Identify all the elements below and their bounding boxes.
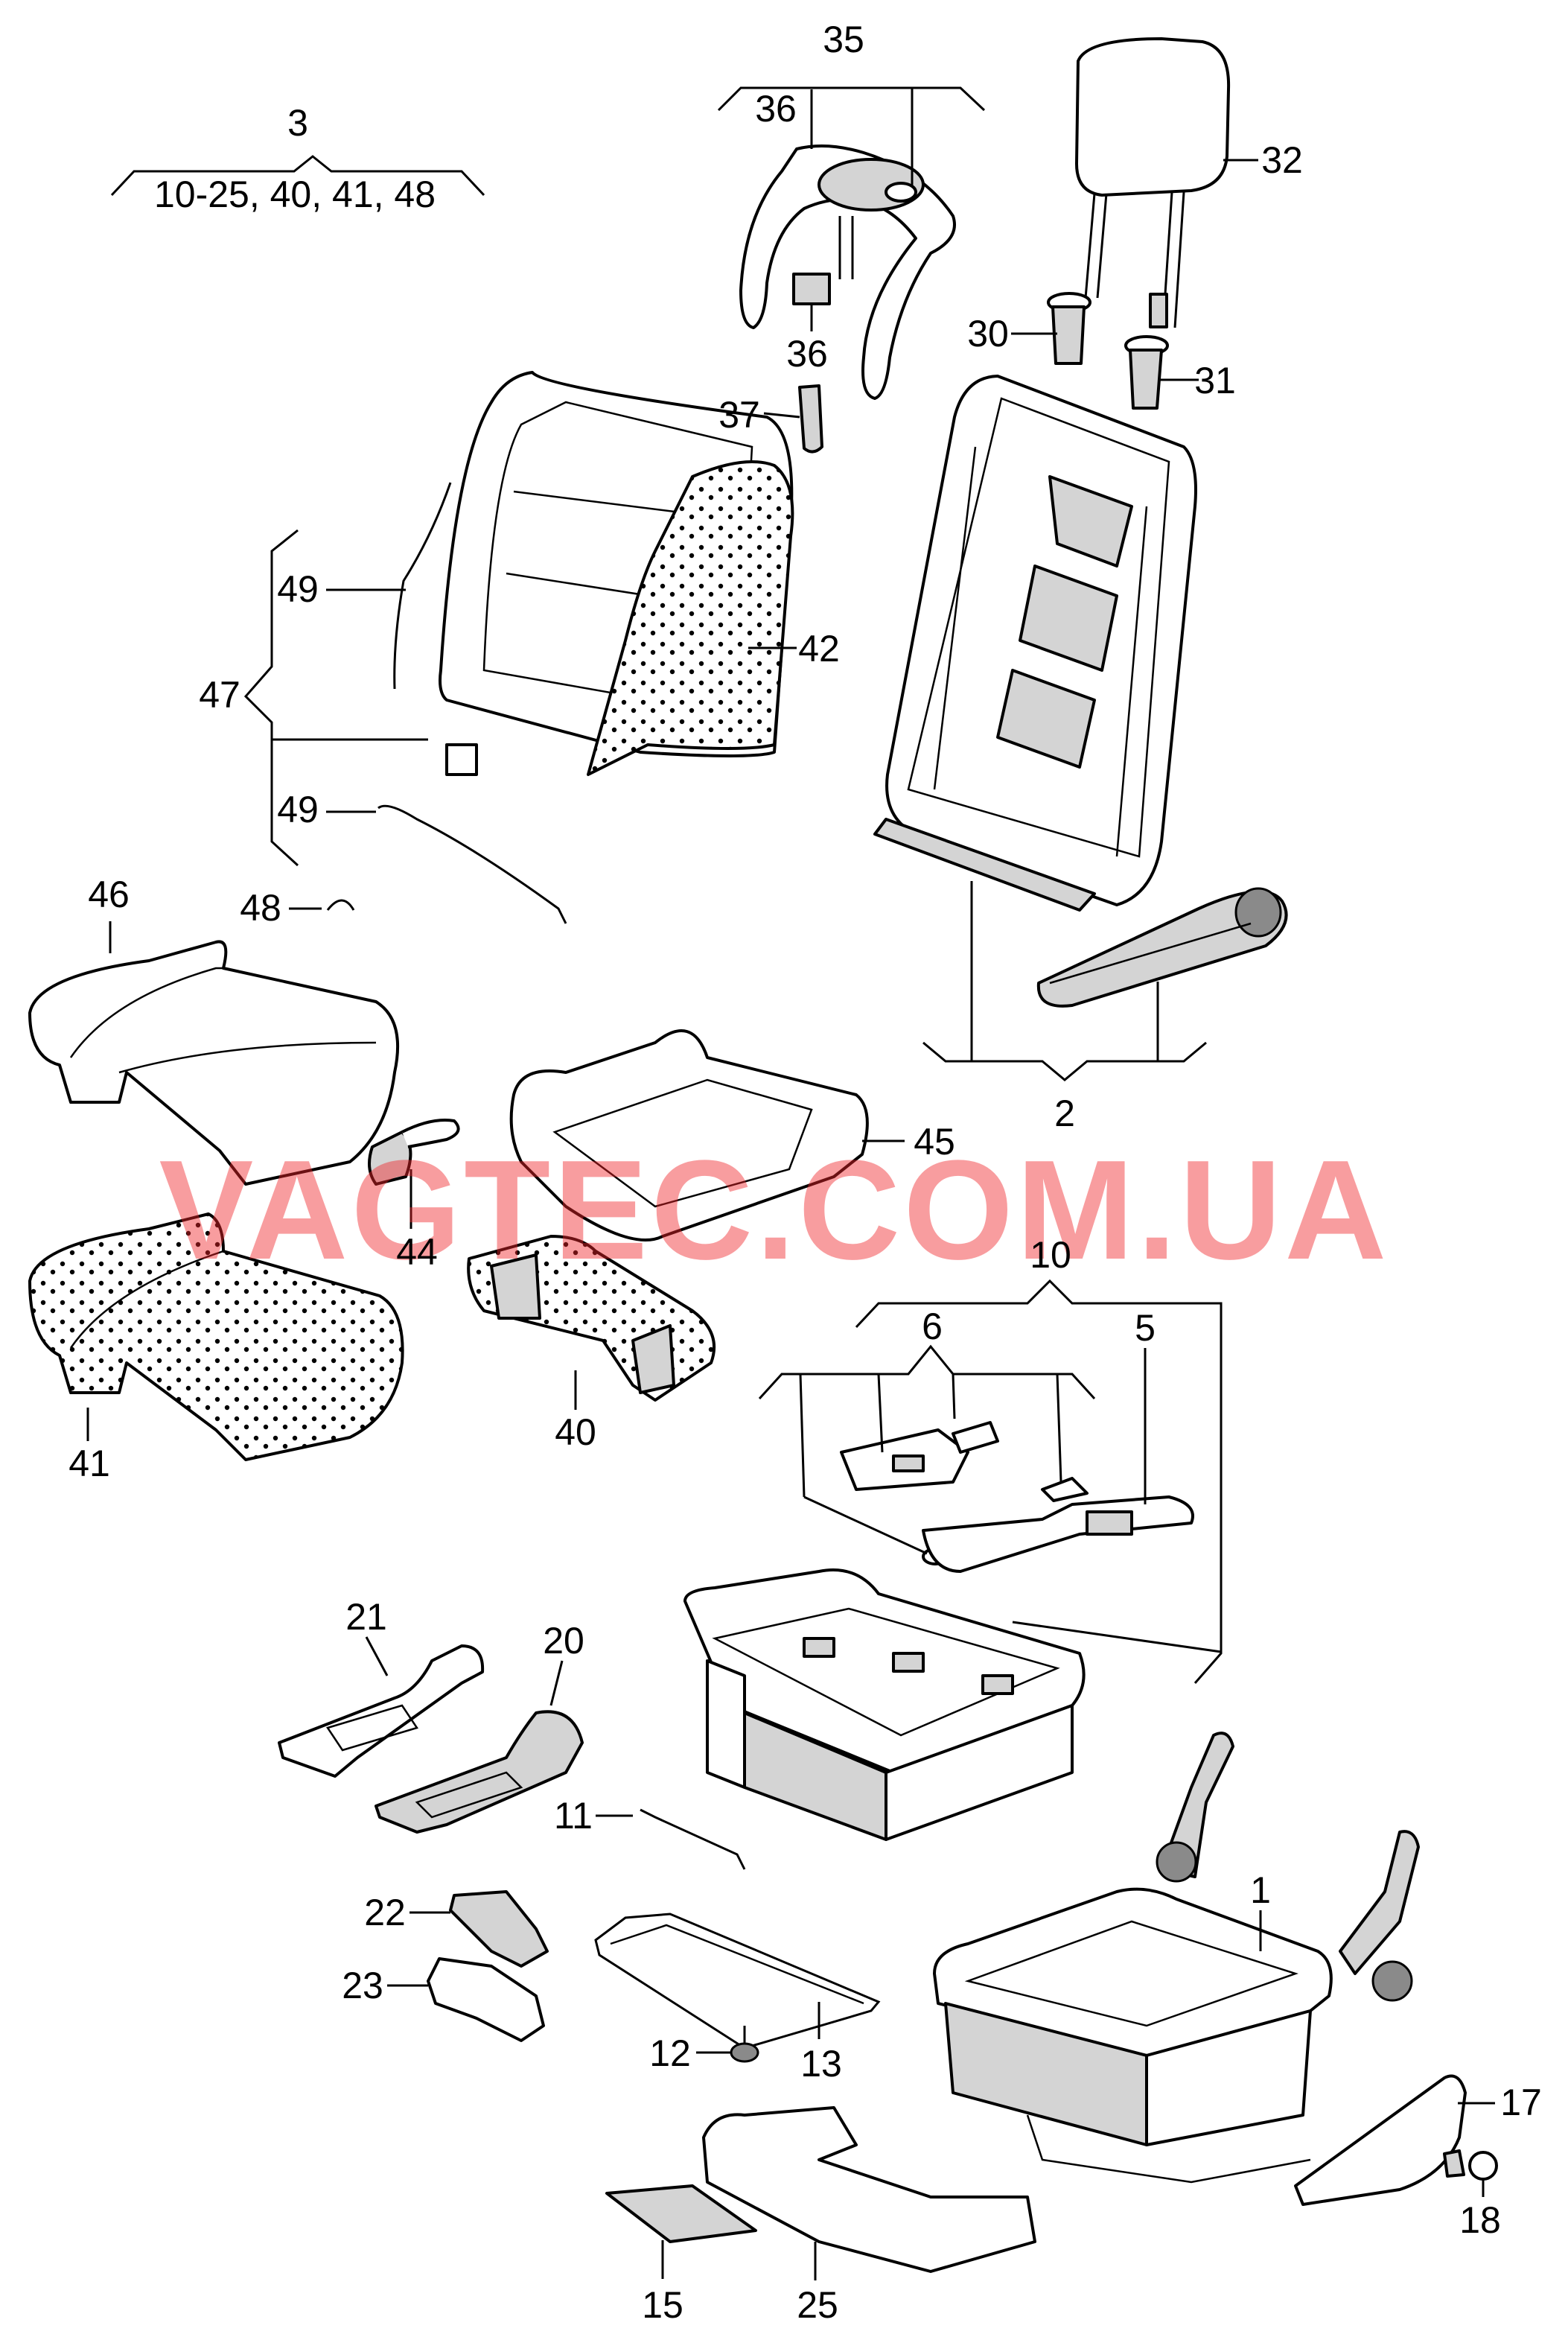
callout-47: 47 [199,674,240,716]
clip-part-48 [326,899,355,911]
seat-foam-part-41 [28,1212,404,1461]
callout-25: 25 [797,2284,838,2326]
callout-12: 12 [649,2032,691,2074]
callout-20: 20 [543,1620,584,1662]
callout-22: 22 [364,1892,406,1933]
seat-base-part-1 [933,1732,1420,2184]
callout-2: 2 [1054,1093,1075,1134]
callout-40: 40 [555,1411,596,1453]
callout-6: 6 [922,1306,943,1347]
label-part-36 [792,273,831,305]
callout-11: 11 [554,1795,593,1837]
callout-48: 48 [240,887,281,929]
headrest-guide-part-30 [1047,292,1091,365]
callout-labels: 3 10-25, 40, 41, 48 35 36 36 32 30 31 37… [68,19,1542,2326]
callout-35: 35 [823,19,864,60]
seat-frame-part-10 [683,1568,1086,1841]
callout-3: 3 [287,102,308,144]
headrest-part-32 [1075,37,1231,328]
callout-44: 44 [396,1231,438,1273]
bracket-part-23 [427,1957,545,2042]
callout-36-lower: 36 [786,333,828,375]
callout-36-upper: 36 [755,88,797,130]
headrest-guide-part-31 [1124,335,1169,410]
cover-part-20 [375,1710,584,1834]
callout-3-sub: 10-25, 40, 41, 48 [154,174,436,215]
rod-part-11 [640,1808,746,1870]
callout-5: 5 [1135,1307,1156,1349]
callout-45: 45 [914,1121,955,1163]
callout-23: 23 [342,1965,383,2006]
bracket-part-22 [449,1890,549,1968]
nut-part-12 [730,2026,759,2063]
cover-part-21 [278,1644,485,1778]
callout-17: 17 [1500,2082,1542,2123]
wire-part-49-lower [377,804,567,924]
callout-46: 46 [88,874,130,915]
wire-part-49-upper [393,482,452,690]
callout-18: 18 [1459,2199,1501,2241]
callout-32: 32 [1261,139,1303,181]
clip-part-44 [368,1119,460,1186]
callout-30: 30 [967,313,1009,355]
callout-41: 41 [68,1443,110,1484]
callout-42: 42 [798,628,840,670]
seat-foam-part-40 [467,1235,716,1402]
callout-49-upper: 49 [277,568,319,610]
mat-part-25 [702,2106,1036,2273]
cushion-part-45 [509,1029,869,1241]
callout-37: 37 [718,394,760,436]
backrest-cover-part-42 [439,371,794,776]
callout-49-lower: 49 [277,789,319,830]
watermark: VAGTEC.COM.UA [159,1131,1390,1289]
clip-part-37 [798,384,823,454]
cushion-cover-part-46 [28,940,400,1186]
callout-31: 31 [1194,360,1236,401]
side-trim-part-17 [1294,2074,1467,2206]
label-part-15 [605,2184,757,2243]
bracket-part-5 [922,1495,1194,1573]
callout-1: 1 [1250,1869,1271,1911]
callout-21: 21 [345,1596,387,1638]
callout-15: 15 [642,2284,683,2326]
leader-lines [86,86,1495,2280]
side-bolster-part-35 [739,144,956,400]
armrest-part [1036,887,1288,1008]
tray-frame-part-13 [594,1913,881,2050]
callout-10: 10 [1030,1234,1071,1276]
fastener-part-18 [1443,2149,1498,2181]
backrest-frame-part-2 [873,375,1197,912]
callout-13: 13 [800,2043,842,2085]
